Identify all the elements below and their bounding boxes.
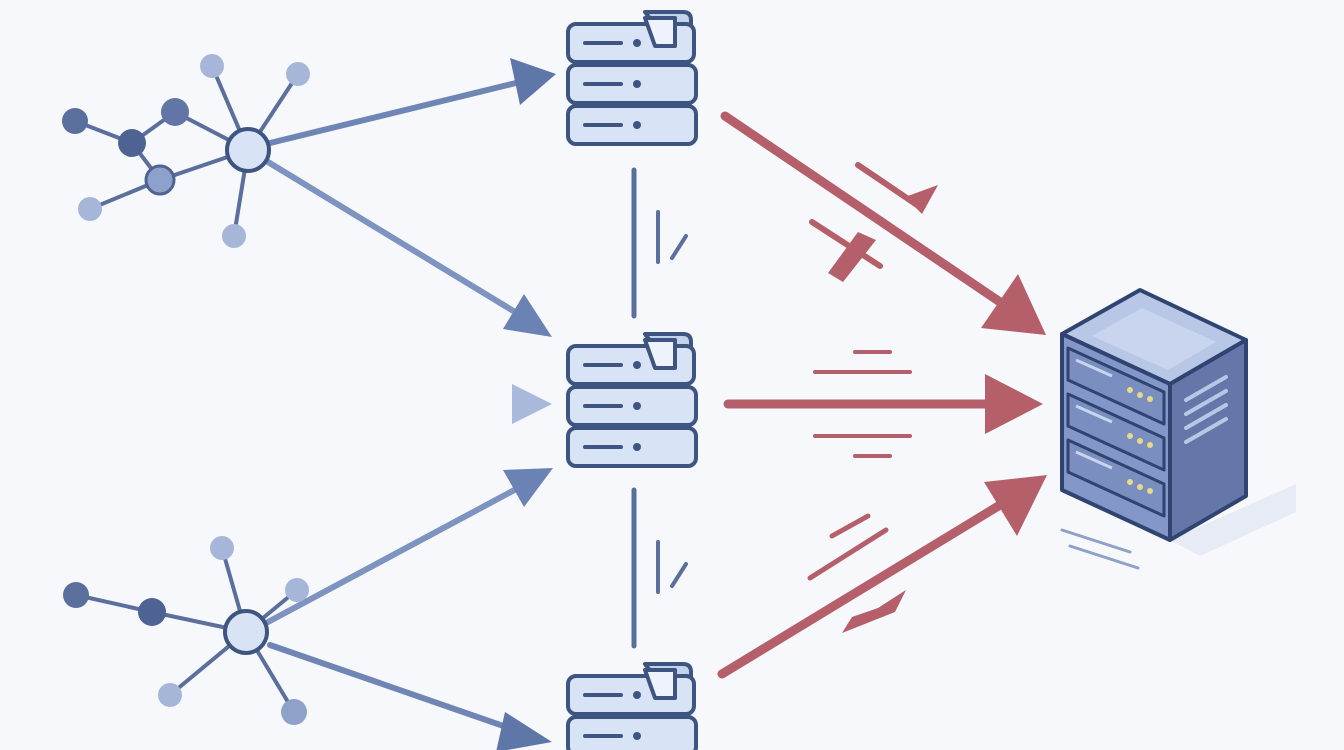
edge-proxy-top-to-server [720,111,1046,335]
cluster-top-node [62,108,88,134]
cluster-top-node [144,164,176,196]
cluster-top-node [118,129,146,157]
cluster-bottom-node [138,598,166,626]
connector-top-middle [631,167,688,319]
edge-cluster-top-to-proxy-top [267,58,556,146]
edge-proxy-bottom-to-server [717,475,1047,679]
network-cluster-top [62,54,310,248]
network-cluster-bottom [63,536,309,725]
edge-cluster-top-to-proxy-middle [265,159,552,337]
proxy-server-middle [566,332,698,468]
cluster-top-hub [225,127,271,173]
cluster-top-node [78,197,102,221]
server-drive-bay [1066,438,1166,518]
proxy-server-top [566,10,698,146]
edge-faint-to-proxy-middle [367,384,552,424]
target-server [1060,288,1296,570]
server-drive-bay [1066,346,1166,426]
cluster-top-node [222,224,246,248]
server-drive-bay [1066,392,1166,472]
connector-middle-bottom [631,487,688,649]
server-vent-icon [1184,375,1228,444]
server-base-lines [1060,528,1140,570]
cluster-bottom-node [285,578,309,602]
edge-cluster-bottom-to-proxy-bottom [267,642,552,750]
proxy-server-bottom [566,662,698,750]
cluster-top-node [286,62,310,86]
cluster-bottom-hub [223,609,269,655]
edge-proxy-middle-to-server [723,350,1043,458]
cluster-bottom-node [281,699,307,725]
cluster-top-node [200,54,224,78]
cluster-bottom-node [210,536,234,560]
cluster-bottom-node [158,683,182,707]
edge-cluster-bottom-to-proxy-middle [265,468,553,625]
cluster-bottom-node [63,582,89,608]
cluster-top-node [161,98,189,126]
